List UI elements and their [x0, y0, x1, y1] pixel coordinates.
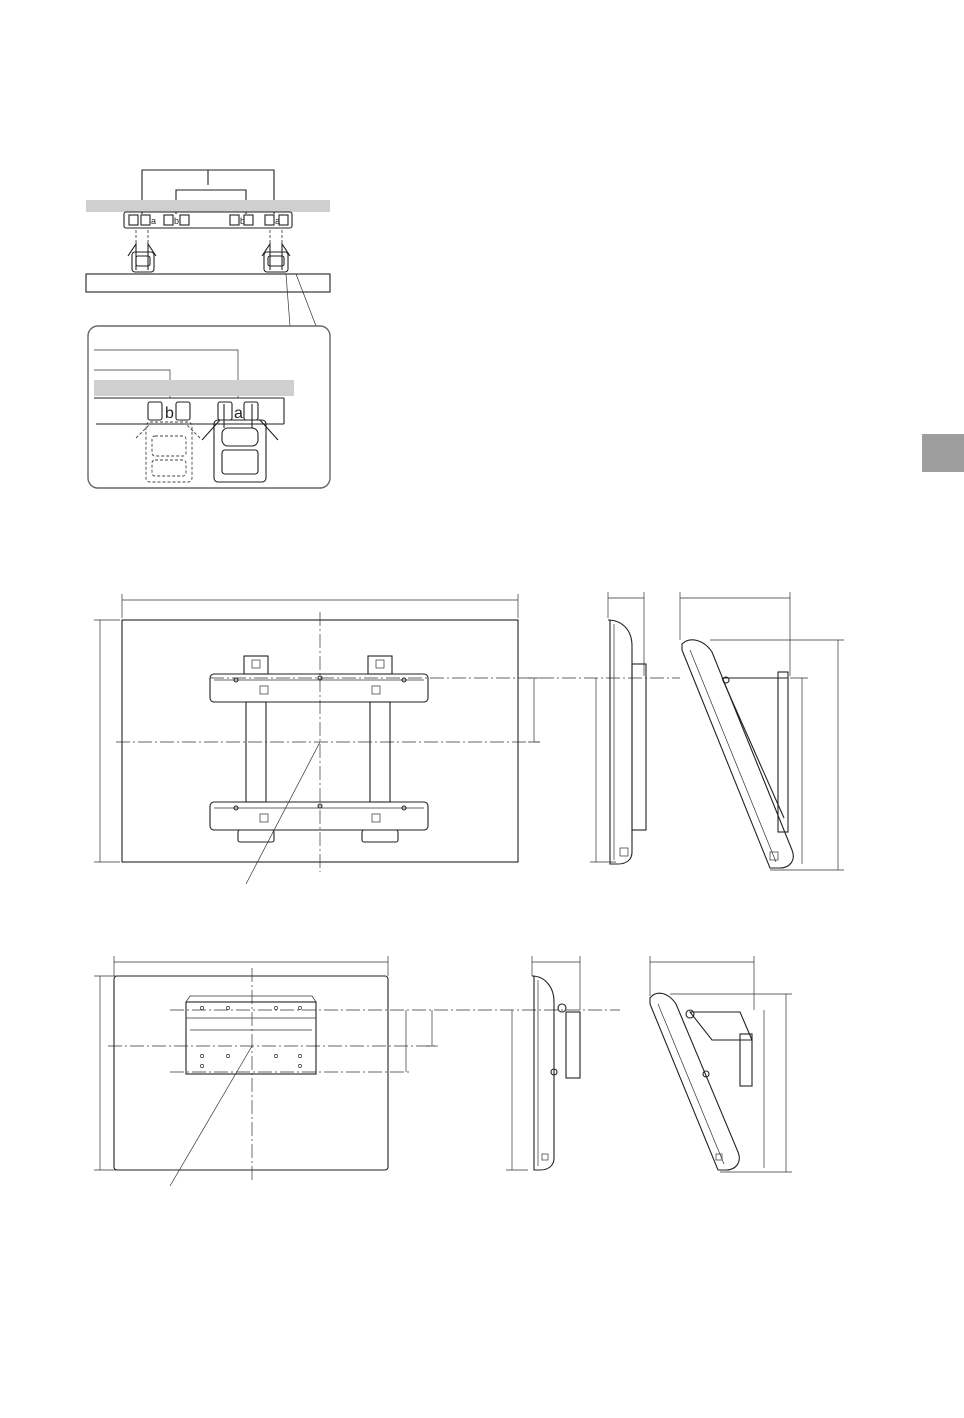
dimension-drawing-large [94, 592, 844, 884]
tv-side-small [506, 956, 580, 1170]
slot-label-b-left: b [174, 216, 179, 226]
wall-bracket-bar [124, 212, 292, 228]
bracket-front-small [186, 996, 316, 1074]
tv-top-edge [86, 274, 330, 292]
tv-tilted-small [650, 956, 792, 1172]
dimension-drawing-small [94, 956, 792, 1186]
tv-tilted-large [680, 592, 844, 870]
slot-label-a-left: a [151, 216, 156, 226]
hook-ghost-b [136, 422, 200, 482]
bracket-front-large [210, 656, 428, 842]
slot-label-a-right: a [275, 216, 280, 226]
hook-left [128, 230, 156, 272]
tv-side-large [590, 592, 646, 864]
wall-band [86, 200, 330, 212]
tv-front-small [114, 976, 388, 1170]
hook-right [262, 230, 290, 272]
bracket-attachment-diagram: a b b a [86, 170, 330, 488]
callout-label-b: b [165, 405, 174, 422]
slot-label-b-right: b [240, 216, 245, 226]
